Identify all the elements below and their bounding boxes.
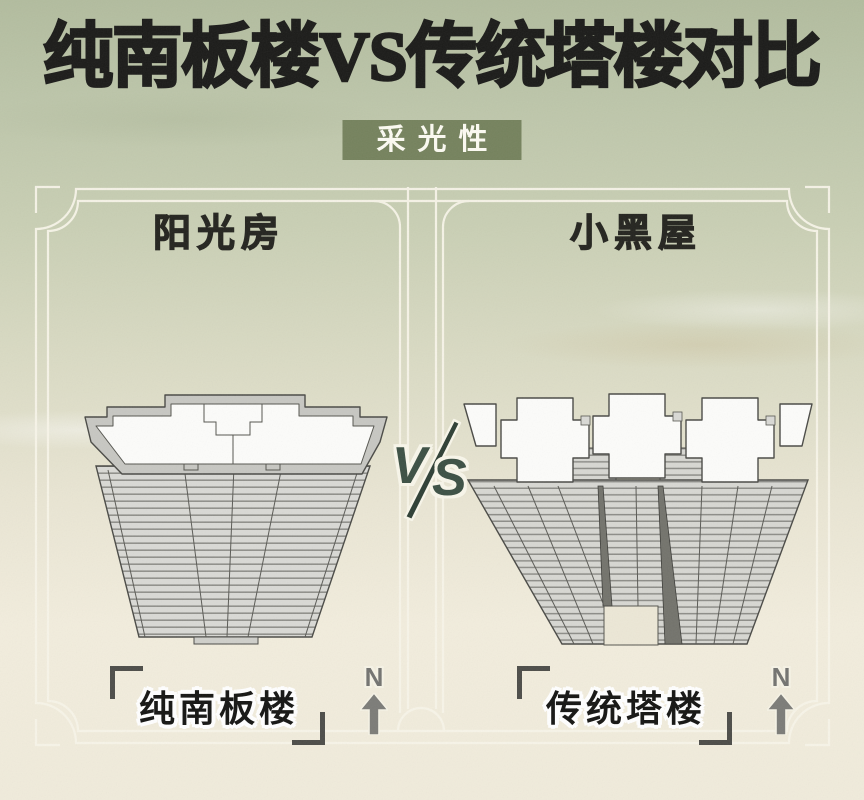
compass-left: N <box>354 664 394 735</box>
tower-building-illustration <box>463 393 813 646</box>
panel-slab-building: 阳光房 <box>30 188 408 748</box>
vs-letter-v: V <box>392 437 427 495</box>
corner-bracket-bottom-right-icon <box>699 712 732 745</box>
compass-right: N <box>761 664 801 735</box>
compass-label: N <box>364 662 384 692</box>
panel-left-title: 阳光房 <box>152 212 285 255</box>
compass-label: N <box>771 662 791 692</box>
slab-building-caption: 纯南板楼 <box>138 688 299 729</box>
panel-right-title: 小黑屋 <box>569 212 702 255</box>
north-arrow-icon <box>767 693 795 735</box>
corner-bracket-bottom-right-icon <box>292 712 325 745</box>
panel-tower-building: 小黑屋 <box>437 188 835 748</box>
slab-building-illustration <box>84 394 388 645</box>
page-title: 纯南板楼VS传统塔楼对比 <box>42 18 823 97</box>
tower-building-caption: 传统塔楼 <box>545 688 706 729</box>
vs-letter-s: S <box>432 449 467 507</box>
category-badge: 采光性 <box>342 120 522 160</box>
north-arrow-icon <box>360 693 388 735</box>
vs-divider: V S <box>392 414 472 526</box>
